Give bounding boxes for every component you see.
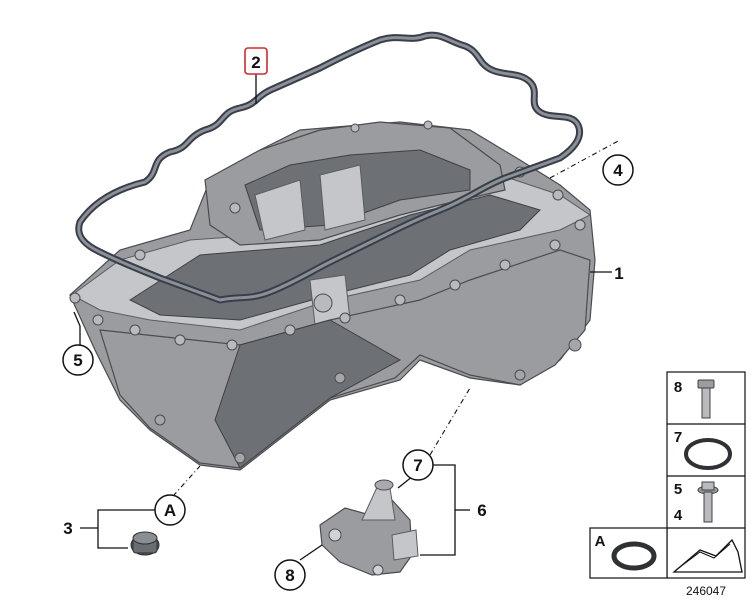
arrow-symbol-icon <box>672 538 743 573</box>
svg-text:2: 2 <box>251 53 260 72</box>
svg-text:7: 7 <box>674 429 682 446</box>
svg-text:5: 5 <box>73 351 82 370</box>
gasket-illustration <box>75 31 583 304</box>
svg-text:1: 1 <box>614 264 623 283</box>
callout-3: 3 <box>63 519 72 538</box>
svg-text:4: 4 <box>613 161 623 180</box>
svg-text:8: 8 <box>285 566 294 585</box>
legend-row-5-4: 5 4 <box>674 481 719 524</box>
callout-7: 7 <box>402 449 434 481</box>
svg-text:A: A <box>164 501 176 520</box>
svg-text:6: 6 <box>477 501 486 520</box>
svg-text:5: 5 <box>674 481 682 498</box>
callout-6: 6 <box>477 501 486 520</box>
callout-A: A <box>154 494 186 526</box>
diagram-id: 246047 <box>686 584 726 598</box>
callout-8: 8 <box>274 559 306 591</box>
legend-row-A: A <box>595 533 657 571</box>
parts-legend: 8 7 5 4 A <box>589 371 746 579</box>
legend-row-7: 7 <box>674 429 732 470</box>
svg-text:4: 4 <box>674 507 683 524</box>
drain-plug-illustration <box>130 531 160 556</box>
svg-text:A: A <box>595 533 606 550</box>
oil-level-sensor-illustration <box>319 479 419 576</box>
legend-row-8: 8 <box>674 379 715 419</box>
callout-1: 1 <box>614 264 623 283</box>
svg-text:3: 3 <box>63 519 72 538</box>
svg-text:7: 7 <box>413 456 422 475</box>
callout-4: 4 <box>602 154 634 186</box>
callout-5: 5 <box>62 344 94 376</box>
callout-2: 2 <box>244 47 268 75</box>
svg-text:8: 8 <box>674 379 682 396</box>
